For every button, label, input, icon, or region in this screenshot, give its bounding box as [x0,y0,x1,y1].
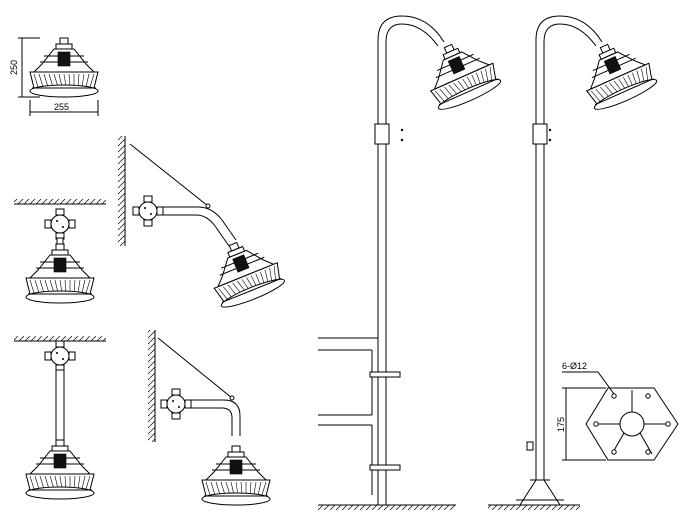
lamp-front-view: 250 255 [9,37,99,116]
pole-mount-with-clamps [318,15,504,510]
pole-mount-with-base-flange [488,15,660,510]
base-flange-plan: 6-Ø12 175 [556,361,679,461]
dim-base: 175 [556,417,566,432]
ceiling-mount-pendant [14,336,106,500]
wall-mount-bracket-lower [148,330,271,506]
wall-mount-bracket-upper [118,136,288,312]
ceiling-mount-short [14,199,106,304]
dim-bolt-holes: 6-Ø12 [562,361,587,371]
dim-lamp-width: 255 [54,102,69,112]
dim-lamp-height: 250 [9,60,19,75]
